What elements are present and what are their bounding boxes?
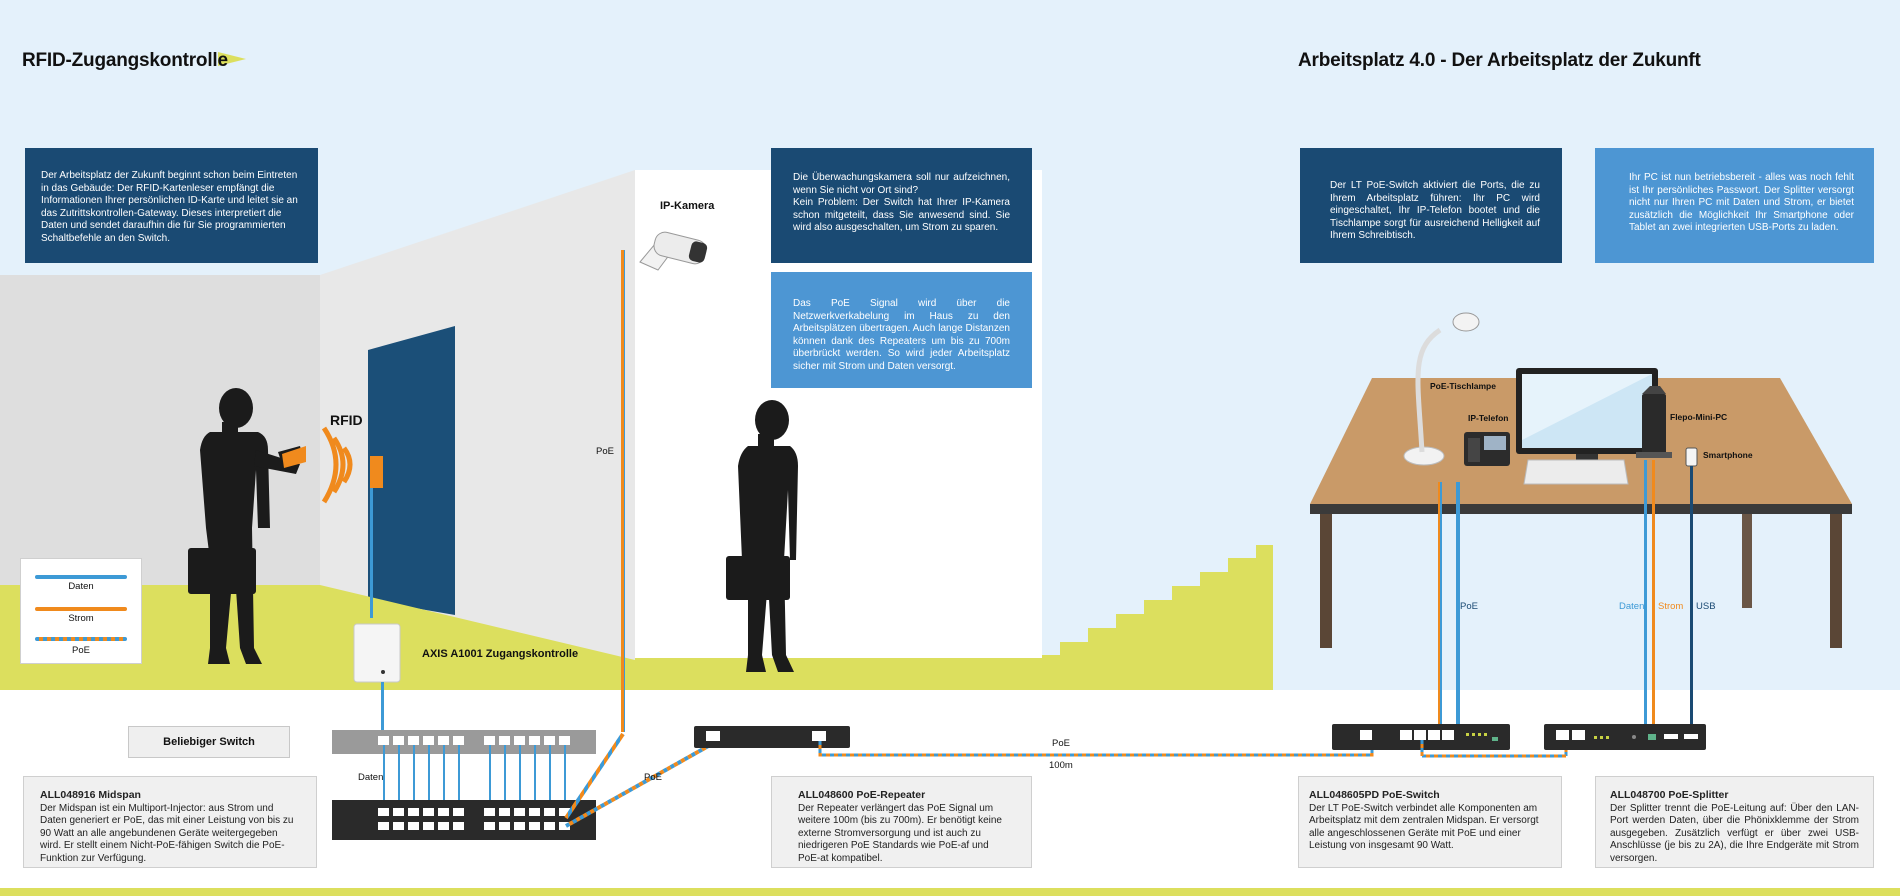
rfid-label: RFID xyxy=(330,412,363,428)
camera-info-box: Die Überwachungskamera soll nur aufzeich… xyxy=(771,148,1032,263)
desk-leg-left xyxy=(1320,514,1332,648)
tischlampe-label: PoE-Tischlampe xyxy=(1430,381,1496,391)
workplace-title: Arbeitsplatz 4.0 - Der Arbeitsplatz der … xyxy=(1298,50,1701,71)
password-box: Ihr PC ist nun betriebsbereit - alles wa… xyxy=(1595,148,1874,263)
desk-usb-cable xyxy=(1690,466,1693,724)
poe-desk-label: PoE xyxy=(1460,601,1478,612)
desk-leg-back xyxy=(1742,514,1752,608)
desk-leg-right xyxy=(1830,514,1842,648)
generic-switch-label: Beliebiger Switch xyxy=(128,726,290,758)
switch-info-box: ALL048605PD PoE-Switch Der LT PoE-Switch… xyxy=(1298,776,1562,868)
keyboard-icon xyxy=(1523,459,1629,485)
title-arrow-icon xyxy=(218,52,246,66)
rfid-intro-box: Der Arbeitsplatz der Zukunft beginnt sch… xyxy=(25,148,318,263)
switch-text: Der LT PoE-Switch verbindet alle Kompone… xyxy=(1309,802,1539,852)
repeater-title: ALL048600 PoE-Repeater xyxy=(798,789,926,801)
desk-edge xyxy=(1310,504,1852,514)
switch-to-midspan-cables xyxy=(383,745,566,811)
midspan-to-repeater-poe xyxy=(565,742,713,828)
stairs xyxy=(1042,545,1273,690)
midspan-text: Der Midspan ist ein Multiport-Injector: … xyxy=(40,802,294,864)
repeater-device xyxy=(694,726,850,748)
rfid-reader xyxy=(370,456,383,488)
rfid-card xyxy=(282,446,306,468)
desk-poe-cable-2 xyxy=(1456,482,1460,734)
ip-camera-label: IP-Kamera xyxy=(660,200,715,212)
midspan-ports xyxy=(378,808,570,830)
axis-label: AXIS A1001 Zugangskontrolle xyxy=(422,648,579,660)
legend-data-line xyxy=(35,575,127,579)
poe-switch-leds xyxy=(1466,733,1498,741)
smartphone-label: Smartphone xyxy=(1703,450,1753,460)
legend-poe-line xyxy=(35,637,127,641)
repeater-port-in xyxy=(706,731,720,741)
repeater-port-out xyxy=(812,731,826,741)
splitter-title: ALL048700 PoE-Splitter xyxy=(1610,789,1729,801)
ip-telefon-label: IP-Telefon xyxy=(1468,413,1509,423)
desk-poe-cable-1 xyxy=(1438,482,1442,734)
axis-data-cable xyxy=(381,682,384,742)
distance-label: 100m xyxy=(1049,760,1073,771)
poe-splitter-ports xyxy=(1556,730,1698,740)
daten-switch-label: Daten xyxy=(358,772,384,783)
mini-pc-label: Flepo-Mini-PC xyxy=(1670,412,1728,422)
poe-midspan-label: PoE xyxy=(644,772,662,783)
midspan-title: ALL048916 Midspan xyxy=(40,789,141,801)
poe-long-label: PoE xyxy=(1052,738,1070,749)
person-silhouette-2 xyxy=(726,400,798,672)
smartphone-icon xyxy=(1685,447,1698,467)
midspan-to-camera-poe xyxy=(564,732,625,820)
legend-power-line xyxy=(35,607,127,611)
person-silhouette-1 xyxy=(188,388,303,664)
ip-camera-icon xyxy=(639,231,708,271)
rfid-data-cable xyxy=(370,488,373,618)
ip-phone-icon xyxy=(1464,432,1510,466)
poe-splitter-leds xyxy=(1594,734,1656,740)
axis-controller xyxy=(353,623,401,683)
repeater-to-switch-poe xyxy=(818,740,1374,757)
repeater-info-box: ALL048600 PoE-Repeater Der Repeater verl… xyxy=(771,776,1032,868)
legend-power-label: Strom xyxy=(68,613,94,624)
rfid-waves-icon xyxy=(321,426,353,504)
left-wall xyxy=(0,275,320,590)
door xyxy=(368,326,455,615)
legend-poe-label: PoE xyxy=(72,645,90,656)
switch-title: ALL048605PD PoE-Switch xyxy=(1309,789,1440,801)
repeater-text: Der Repeater verlängert das PoE Signal u… xyxy=(798,802,1002,864)
splitter-info-box: ALL048700 PoE-Splitter Der Splitter tren… xyxy=(1595,776,1874,868)
daten-desk-label: Daten xyxy=(1619,601,1645,612)
midspan-info-box: ALL048916 Midspan Der Midspan ist ein Mu… xyxy=(23,776,317,868)
midspan-device xyxy=(332,800,596,840)
generic-switch-ports xyxy=(378,736,570,745)
camera-poe-cable xyxy=(621,250,625,732)
desk-data-cable xyxy=(1644,460,1647,724)
rfid-title: RFID-Zugangskontrolle xyxy=(22,50,228,71)
legend-data-label: Daten xyxy=(68,581,94,592)
poe-signal-box: Das PoE Signal wird über die Netzwerkver… xyxy=(771,272,1032,388)
desk-power-cable xyxy=(1652,460,1655,724)
cable-legend: Daten Strom PoE xyxy=(20,558,142,664)
mini-pc-icon xyxy=(1636,386,1672,458)
splitter-text: Der Splitter trennt die PoE-Leitung auf:… xyxy=(1610,802,1859,864)
usb-desk-label: USB xyxy=(1696,601,1716,612)
desk-lamp-icon xyxy=(1403,312,1480,466)
floor-left xyxy=(0,585,635,690)
poe-vertical-label: PoE xyxy=(596,446,614,457)
bottom-yellow-band xyxy=(0,888,1900,896)
strom-desk-label: Strom xyxy=(1658,601,1684,612)
poe-switch-ports xyxy=(1360,730,1454,740)
lt-switch-box: Der LT PoE-Switch aktiviert die Ports, d… xyxy=(1300,148,1562,263)
monitor-icon xyxy=(1516,368,1658,466)
axis-led xyxy=(381,670,385,674)
